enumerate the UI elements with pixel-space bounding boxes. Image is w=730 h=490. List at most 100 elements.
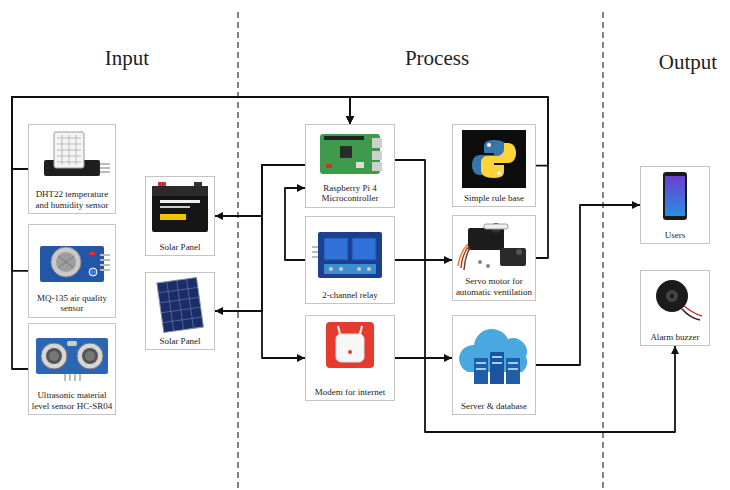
component-box: MQ-135 air quality sensor [28, 224, 116, 318]
cloud-server-picture [476, 368, 486, 370]
component-box: Modem for internet [305, 315, 395, 401]
solar-panel-picture [161, 307, 201, 313]
component-box: Solar Panel [145, 176, 215, 256]
hcsr04-picture [36, 338, 108, 374]
mq135-picture [90, 252, 95, 255]
component-caption: Solar Panel [159, 242, 200, 252]
component-caption: MQ-135 air quality sensor [31, 293, 113, 314]
mq135-picture [56, 252, 76, 272]
relay-picture [367, 267, 371, 271]
mq135-picture [100, 264, 110, 266]
connector [350, 97, 548, 258]
mq135-picture [100, 259, 110, 261]
hcsr04-picture [79, 374, 81, 381]
relay-picture [312, 246, 318, 248]
raspberry-pi-picture [340, 146, 352, 158]
column-heading: Process [405, 46, 469, 71]
modem-picture [360, 326, 362, 334]
servo-picture [516, 249, 522, 255]
battery-picture [152, 186, 208, 196]
hcsr04-picture [41, 343, 67, 369]
connector-group [12, 97, 675, 432]
mq135-picture [58, 256, 74, 268]
battery-picture [152, 182, 208, 232]
mq135-picture [100, 269, 110, 271]
hcsr04-picture [69, 374, 71, 381]
cloud-server-picture [506, 358, 520, 384]
component-caption: Solar Panel [159, 336, 200, 346]
component-caption: Raspberry Pi 4 Microcontroller [308, 183, 392, 204]
dht22-picture [100, 171, 110, 173]
component-caption: Users [665, 230, 686, 240]
modem-picture [326, 322, 374, 368]
component-box: Raspberry Pi 4 Microcontroller [305, 124, 395, 208]
component-box: 2-channel relay [305, 216, 395, 304]
relay-picture [312, 256, 318, 258]
solar-panel-picture [162, 317, 202, 323]
connector [536, 205, 640, 365]
hcsr04-picture [85, 351, 95, 361]
component-caption: Server & database [461, 401, 527, 411]
battery-picture [160, 200, 200, 203]
python-picture [497, 171, 501, 175]
battery-picture [160, 206, 190, 208]
dht22-picture [69, 135, 70, 165]
relay-picture [312, 251, 318, 253]
python-picture [481, 143, 516, 178]
raspberry-pi-picture [326, 164, 332, 168]
connector [215, 165, 305, 311]
dht22-picture [44, 132, 110, 176]
python-picture [462, 130, 526, 188]
connector [262, 165, 305, 358]
servo-picture [484, 224, 508, 229]
connector [285, 188, 305, 260]
dht22-picture [54, 132, 84, 168]
cloud-server-picture [490, 352, 504, 384]
servo-picture [458, 223, 526, 270]
hcsr04-picture [49, 351, 59, 361]
cloud-server-picture [492, 362, 502, 364]
solar-panel-picture [160, 297, 200, 303]
column-divider [238, 12, 603, 490]
solar-panel-picture [158, 287, 198, 293]
buzzer-picture [666, 290, 678, 302]
python-picture [487, 143, 491, 147]
relay-picture [324, 264, 376, 274]
servo-picture [500, 248, 526, 266]
buzzer-picture [656, 280, 688, 312]
servo-picture [486, 264, 490, 268]
component-box: Alarm buzzer [640, 270, 710, 346]
raspberry-pi-picture [320, 134, 380, 174]
cloud-server-picture [474, 358, 488, 384]
column-heading: Input [105, 46, 149, 71]
connector [12, 97, 350, 369]
modem-picture [326, 322, 374, 368]
component-caption: Modem for internet [315, 387, 385, 397]
component-box: Server & database [452, 315, 536, 415]
connector [395, 357, 452, 359]
mq135-picture [89, 268, 97, 276]
connector [215, 165, 305, 216]
column-heading: Output [659, 50, 717, 75]
connector [12, 97, 350, 169]
servo-picture [464, 248, 470, 270]
servo-picture [478, 260, 482, 264]
relay-picture [357, 267, 361, 271]
mq135-picture [40, 246, 104, 282]
solar-panel-picture [177, 280, 184, 330]
dht22-picture [76, 135, 77, 165]
connector [395, 160, 675, 432]
hcsr04-picture [67, 341, 77, 346]
raspberry-pi-picture [320, 134, 382, 174]
component-box: Ultrasonic material level sensor HC-SR04 [28, 323, 116, 415]
buzzer-picture [656, 280, 702, 320]
mq135-picture [58, 256, 74, 268]
component-box: Solar Panel [145, 272, 215, 350]
relay-picture [329, 267, 333, 271]
phone-picture [663, 172, 687, 220]
cloud-server-picture [492, 356, 502, 358]
relay-picture [339, 267, 343, 271]
phone-picture [665, 176, 685, 216]
battery-picture [160, 214, 186, 220]
